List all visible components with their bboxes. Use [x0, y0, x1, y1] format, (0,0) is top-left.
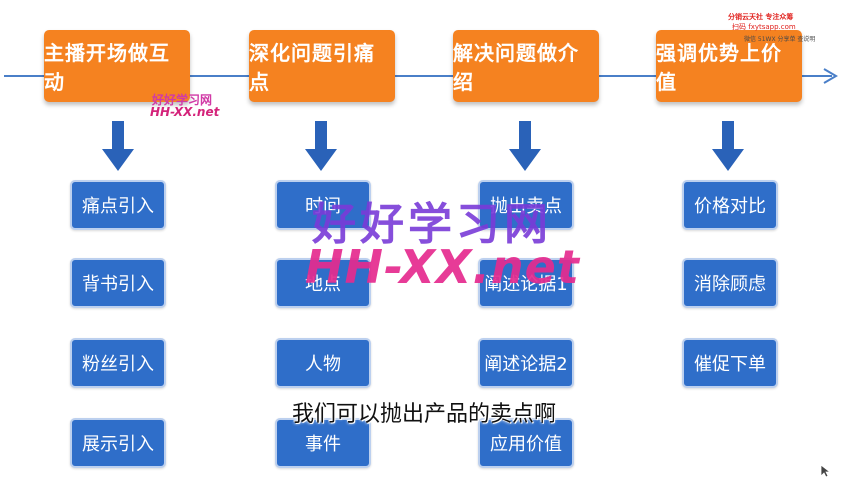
- step-box-1-3: 粉丝引入: [70, 338, 166, 388]
- watermark-small-cn: 好好学习网: [152, 93, 213, 107]
- step-box-1-4: 展示引入: [70, 418, 166, 468]
- down-arrow-icon: [509, 121, 541, 171]
- watermark-small-en: HH-XX.net: [150, 105, 220, 119]
- step-box-2-1: 时间: [275, 180, 371, 230]
- corner-watermark-line3: 微信 51WX 分享单 查说明: [744, 36, 816, 43]
- step-box-3-1: 抛出卖点: [478, 180, 574, 230]
- header-step-4: 强调优势上价值: [656, 30, 802, 102]
- watermark-big-en: HH-XX.net: [305, 240, 580, 294]
- step-box-1-1: 痛点引入: [70, 180, 166, 230]
- video-subtitle: 我们可以抛出产品的卖点啊: [291, 402, 556, 427]
- step-box-3-2: 阐述论据1: [478, 258, 574, 308]
- step-box-2-4: 事件: [275, 418, 371, 468]
- down-arrow-icon: [305, 121, 337, 171]
- step-box-2-2: 地点: [275, 258, 371, 308]
- corner-watermark-line2: 扫码 fxytsapp.com: [732, 23, 796, 31]
- step-box-4-2: 消除顾虑: [682, 258, 778, 308]
- step-box-3-4: 应用价值: [478, 418, 574, 468]
- down-arrow-icon: [712, 121, 744, 171]
- header-step-2: 深化问题引痛点: [249, 30, 395, 102]
- step-box-3-3: 阐述论据2: [478, 338, 574, 388]
- step-box-4-1: 价格对比: [682, 180, 778, 230]
- step-box-2-3: 人物: [275, 338, 371, 388]
- watermark-big-cn: 好好学习网: [312, 199, 552, 250]
- corner-watermark: 分销云天社 专注众筹 扫码 fxytsapp.com 微信 51WX 分享单 查…: [728, 12, 824, 52]
- corner-watermark-line1: 分销云天社 专注众筹: [728, 13, 794, 21]
- cursor-icon: [820, 464, 832, 478]
- step-box-4-3: 催促下单: [682, 338, 778, 388]
- header-step-3: 解决问题做介绍: [453, 30, 599, 102]
- header-step-1: 主播开场做互动: [44, 30, 190, 102]
- step-box-1-2: 背书引入: [70, 258, 166, 308]
- down-arrow-icon: [102, 121, 134, 171]
